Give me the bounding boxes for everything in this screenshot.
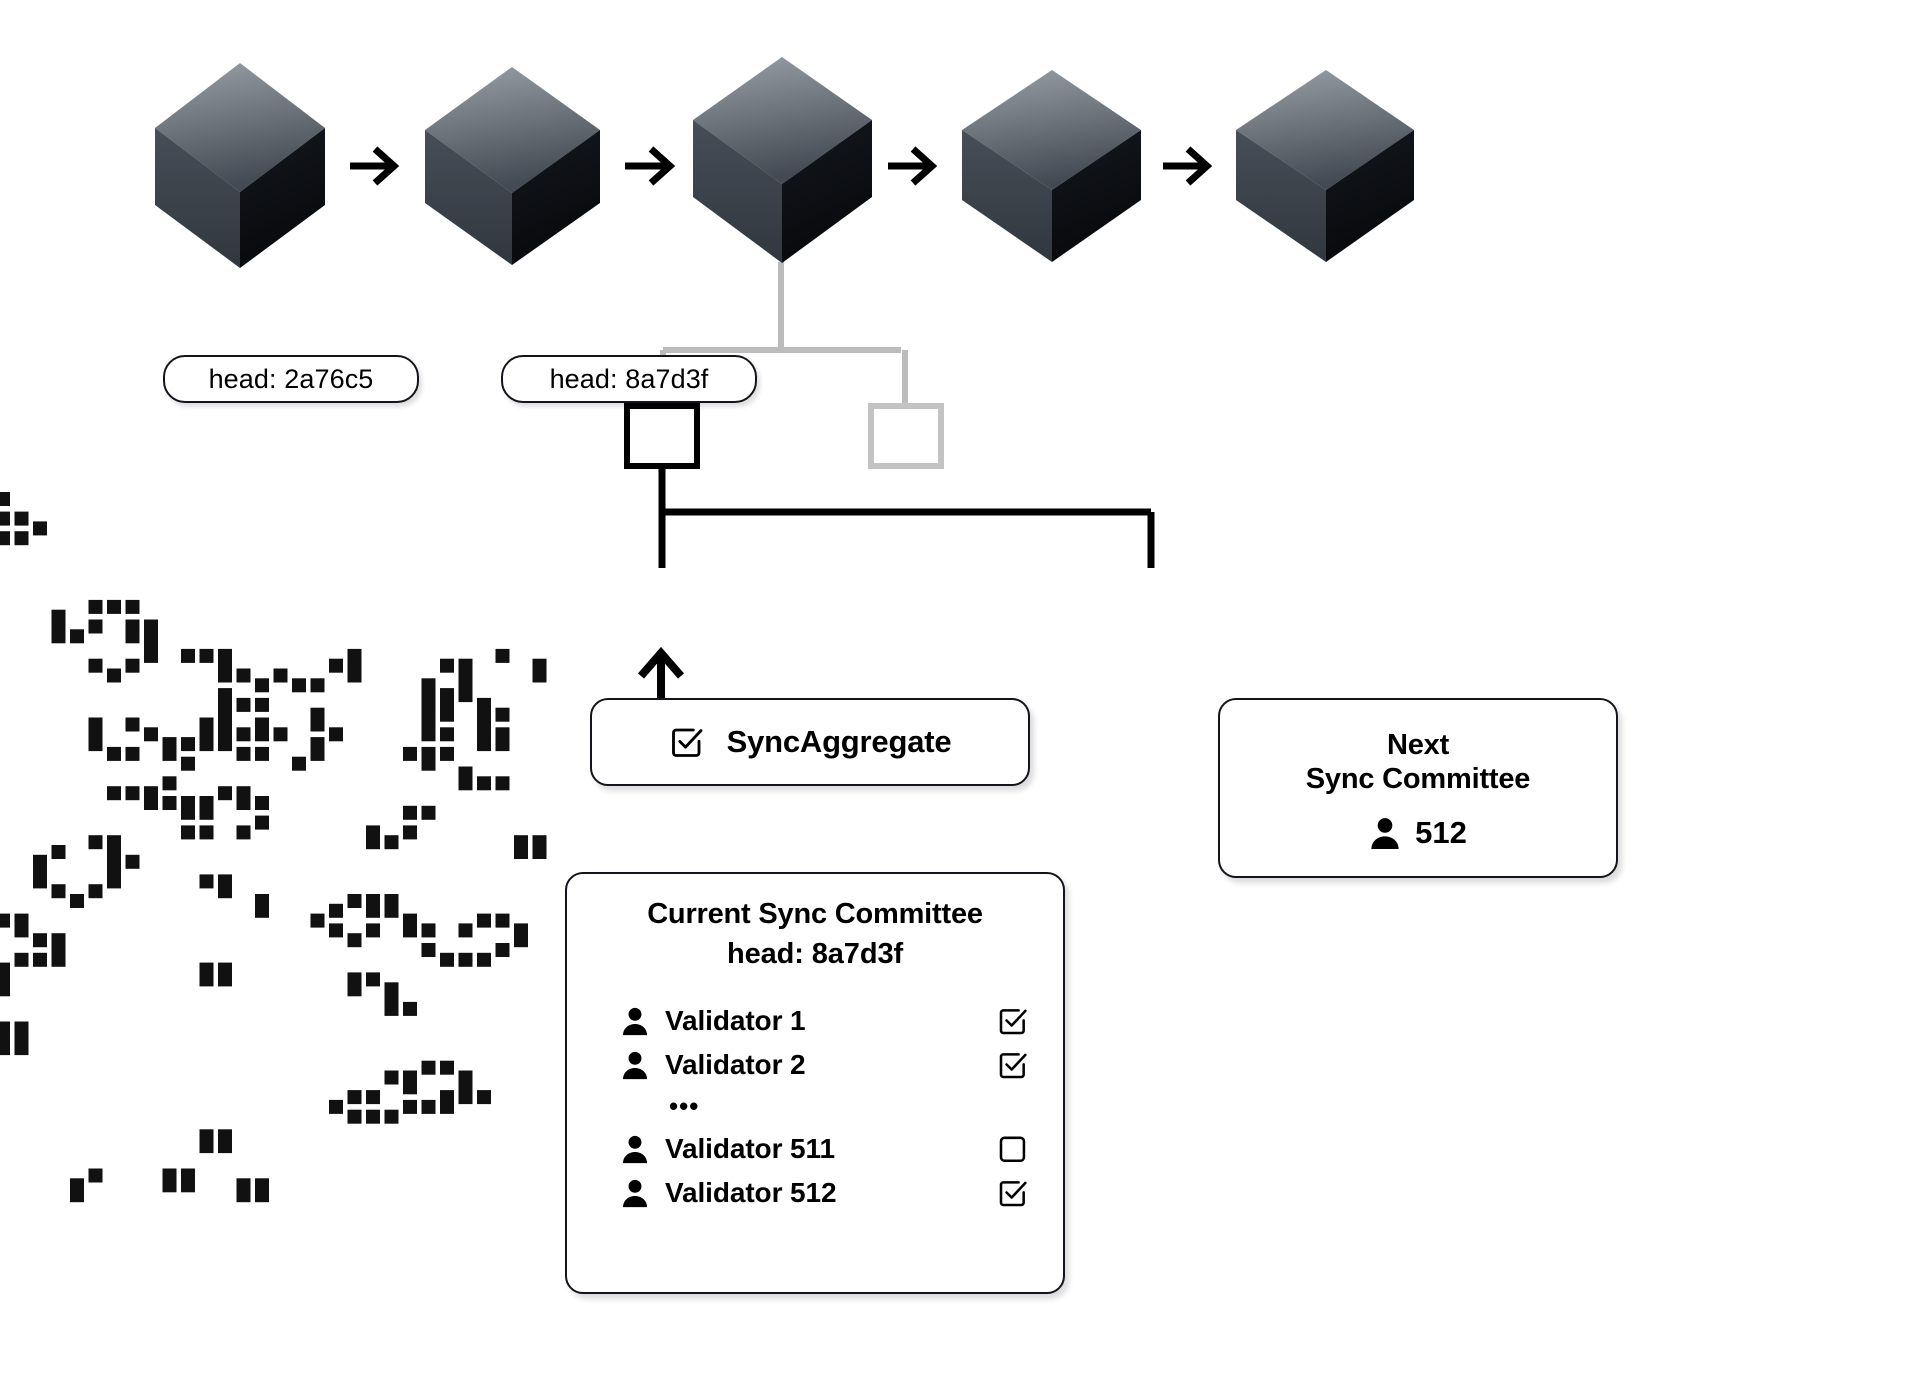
checkbox-checked-icon[interactable] [997,1049,1029,1081]
sync-aggregate-label: SyncAggregate [726,724,952,759]
block-cube-4 [962,70,1141,262]
current-sync-committee-box[interactable]: Current Sync Committee head: 8a7d3f Vali… [565,872,1065,1294]
validator-row[interactable]: Validator 1 [621,999,1029,1043]
validator-row[interactable]: Validator 2 [621,1043,1029,1087]
head-label-block-2: head: 8a7d3f [501,355,757,403]
validator-name: Validator 511 [665,1132,835,1164]
checkbox-empty-icon[interactable] [997,1133,1029,1165]
canonical-connector-black [658,466,1155,568]
person-icon [621,1050,649,1080]
validator-name: Validator 2 [665,1048,806,1080]
person-icon [621,1178,649,1208]
checkbox-checked-icon [669,724,705,760]
person-icon [621,1006,649,1036]
head-label-block-1: head: 2a76c5 [163,355,419,403]
chain-arrow-4 [1163,146,1213,186]
chain-arrow-1 [350,146,400,186]
person-icon [621,1134,649,1164]
chain-arrow-2 [625,146,676,186]
next-sync-committee-title-line1: Next [1386,729,1450,762]
block-cube-3 [693,57,872,263]
validator-list-ellipsis: ••• [669,1091,700,1122]
next-sync-committee-title: Next Sync Committee [1305,729,1531,797]
checkbox-checked-icon[interactable] [997,1005,1029,1037]
next-sync-committee-title-line2: Sync Committee [1305,763,1531,795]
canonical-branch-node [624,403,700,469]
block-cube-2 [425,67,600,265]
validator-name: Validator 512 [665,1176,837,1208]
next-sync-committee-count-row: 512 [1369,815,1467,851]
next-sync-committee-count: 512 [1415,814,1467,850]
validator-list: Validator 1 Validator 2 [567,999,1063,1215]
next-sync-committee-box[interactable]: Next Sync Committee 512 [1218,698,1618,878]
validator-row[interactable]: Validator 511 [621,1127,1029,1171]
validator-name: Validator 1 [665,1004,806,1036]
current-sync-committee-title: Current Sync Committee [647,898,983,930]
block-cube-5 [1236,70,1414,262]
sync-aggregate-box[interactable]: SyncAggregate [590,698,1030,786]
chain-arrow-3 [888,146,938,186]
block-cube-1 [155,63,325,268]
current-sync-committee-head: head: 8a7d3f [726,937,904,970]
person-icon [1369,816,1401,850]
alternate-branch-node [868,403,944,469]
validator-row[interactable]: Validator 512 [621,1171,1029,1215]
checkbox-checked-icon[interactable] [997,1177,1029,1209]
